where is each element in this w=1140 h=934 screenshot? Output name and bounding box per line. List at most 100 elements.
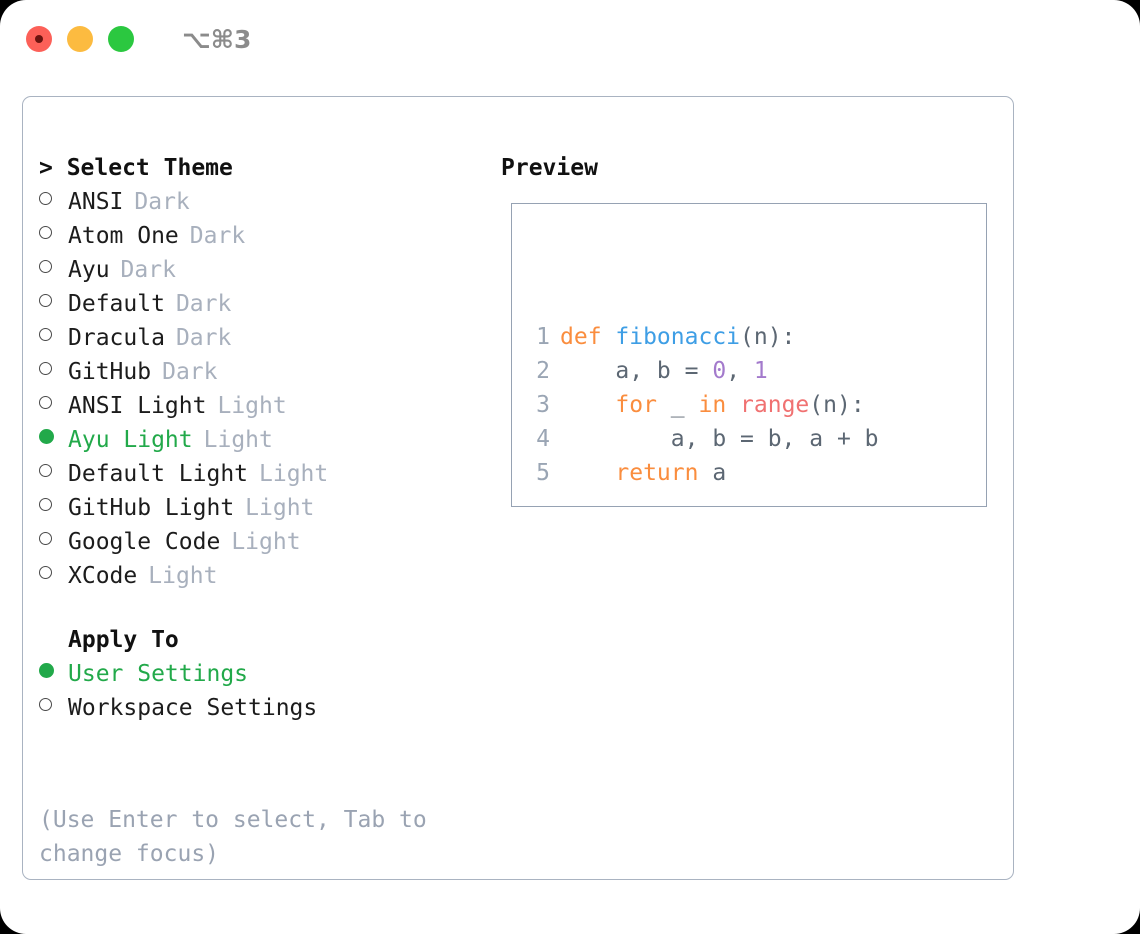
- code-token: [726, 392, 740, 418]
- apply-to-option-label: Workspace Settings: [68, 695, 318, 721]
- theme-option-variant-badge: Dark: [120, 257, 176, 283]
- theme-option-ansi-light[interactable]: ANSI Light Light: [39, 389, 509, 423]
- theme-option-label: Default Light: [68, 461, 249, 487]
- code-token: range: [740, 392, 810, 418]
- radio-ring: [39, 328, 52, 341]
- theme-option-label: Atom One: [68, 223, 179, 249]
- code-token: (n):: [809, 392, 865, 418]
- theme-option-variant-badge: Light: [217, 393, 287, 419]
- code-token: [560, 392, 615, 418]
- radio-ring: [39, 294, 52, 307]
- radio-ring: [39, 498, 52, 511]
- close-pip-icon: [35, 35, 43, 43]
- code-token: 1: [753, 358, 768, 384]
- theme-option-label: Google Code: [68, 529, 221, 555]
- code-line-number: 4: [536, 426, 550, 452]
- code-line-number: 1: [536, 324, 550, 350]
- theme-option-default[interactable]: Default Dark: [39, 287, 509, 321]
- theme-option-xcode[interactable]: XCode Light: [39, 559, 509, 593]
- close-window-icon[interactable]: [26, 26, 52, 52]
- theme-option-github[interactable]: GitHub Dark: [39, 355, 509, 389]
- radio-ring: [39, 464, 52, 477]
- code-line-number: 3: [536, 392, 550, 418]
- code-token: def: [560, 324, 616, 350]
- radio-ring: [39, 396, 52, 409]
- radio-ring: [39, 698, 52, 711]
- theme-option-variant-badge: Dark: [134, 189, 190, 215]
- code-token: for: [615, 392, 657, 418]
- code-line: 2 a, b = 0, 1: [526, 354, 903, 388]
- code-token: [560, 460, 615, 486]
- code-token: in: [698, 392, 727, 418]
- theme-option-label: Ayu: [68, 257, 110, 283]
- theme-option-variant-badge: Light: [245, 495, 315, 521]
- traffic-lights: [26, 26, 134, 52]
- theme-option-variant-badge: Light: [148, 563, 218, 589]
- apply-to-header: Apply To: [68, 627, 179, 653]
- code-token: a: [698, 460, 727, 486]
- theme-option-label: GitHub: [68, 359, 152, 385]
- radio-dot: [39, 663, 54, 678]
- select-theme-header: > Select Theme: [39, 155, 233, 181]
- code-token: _: [656, 392, 699, 418]
- radio-ring: [39, 226, 52, 239]
- preview-title: Preview: [501, 155, 598, 181]
- radio-ring: [39, 566, 52, 579]
- preview-column: Preview: [501, 151, 1001, 185]
- title-bar: ⌥⌘3: [0, 0, 1140, 78]
- code-token: a, b =: [560, 358, 713, 384]
- code-line-number: 5: [536, 460, 550, 486]
- theme-option-dracula[interactable]: Dracula Dark: [39, 321, 509, 355]
- theme-option-github-light[interactable]: GitHub Light Light: [39, 491, 509, 525]
- maximize-window-icon[interactable]: [108, 26, 134, 52]
- theme-option-label: ANSI Light: [68, 393, 207, 419]
- code-token: 0: [712, 358, 727, 384]
- code-token: (n):: [740, 324, 796, 350]
- theme-option-label: Default: [68, 291, 165, 317]
- theme-option-ayu[interactable]: Ayu Dark: [39, 253, 509, 287]
- theme-option-label: Dracula: [68, 325, 165, 351]
- theme-option-label: XCode: [68, 563, 138, 589]
- theme-option-variant-badge: Dark: [175, 325, 232, 351]
- apply-to-option-label: User Settings: [68, 661, 249, 687]
- theme-option-google-code[interactable]: Google Code Light: [39, 525, 509, 559]
- radio-ring: [39, 192, 52, 205]
- theme-option-label: GitHub Light: [68, 495, 235, 521]
- radio-dot: [39, 429, 54, 444]
- theme-option-variant-badge: Dark: [162, 359, 218, 385]
- radio-ring: [39, 532, 52, 545]
- theme-option-label: Ayu Light: [68, 427, 193, 453]
- theme-option-atom-one[interactable]: Atom One Dark: [39, 219, 509, 253]
- apply-to-option-user-settings[interactable]: User Settings: [39, 657, 509, 691]
- theme-option-default-light[interactable]: Default Light Light: [39, 457, 509, 491]
- code-token: fibonacci: [615, 324, 741, 350]
- theme-option-variant-badge: Dark: [189, 223, 246, 249]
- code-token: return: [615, 460, 699, 486]
- code-line: 3 for _ in range(n):: [526, 388, 903, 422]
- keyboard-hint-text: (Use Enter to select, Tab to change focu…: [39, 807, 427, 867]
- code-line: 4 a, b = b, a + b: [526, 422, 903, 456]
- code-line: 5 return a: [526, 456, 903, 490]
- code-token: ,: [726, 358, 754, 384]
- radio-ring: [39, 362, 52, 375]
- theme-option-variant-badge: Light: [259, 461, 329, 487]
- theme-option-ansi[interactable]: ANSI Dark: [39, 185, 509, 219]
- apply-to-option-workspace-settings[interactable]: Workspace Settings: [39, 691, 509, 725]
- radio-ring: [39, 260, 52, 273]
- code-token: a, b = b, a + b: [560, 426, 879, 452]
- code-line: 1 def fibonacci(n):: [526, 320, 903, 354]
- keyboard-shortcut-label: ⌥⌘3: [182, 24, 252, 54]
- theme-option-variant-badge: Dark: [175, 291, 232, 317]
- minimize-window-icon[interactable]: [67, 26, 93, 52]
- theme-option-variant-badge: Light: [231, 529, 301, 555]
- theme-option-label: ANSI: [68, 189, 124, 215]
